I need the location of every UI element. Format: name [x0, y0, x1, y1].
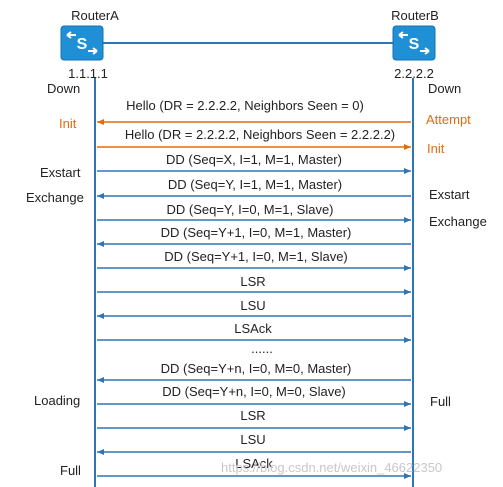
message-label: LSAck: [235, 456, 273, 471]
message-ellipsis: ......: [251, 341, 273, 356]
message-label: DD (Seq=Y+n, I=0, M=0, Master): [160, 361, 352, 376]
message-label: DD (Seq=Y+n, I=0, M=0, Slave): [162, 384, 346, 399]
router-b-state-exstart: Exstart: [429, 187, 470, 202]
message-label: LSU: [240, 298, 266, 313]
router-b-state-down: Down: [428, 81, 462, 96]
router-a-state-loading: Loading: [34, 393, 81, 408]
message-label: LSAck: [234, 321, 272, 336]
router-a-ip: 1.1.1.1: [68, 66, 108, 81]
svg-text:S: S: [409, 36, 420, 53]
message-label: DD (Seq=Y, I=0, M=1, Slave): [166, 202, 334, 217]
router-a-state-full: Full: [60, 463, 81, 478]
router-b-name: RouterB: [391, 8, 439, 23]
message-label: Hello (DR = 2.2.2.2, Neighbors Seen = 2.…: [124, 127, 396, 142]
router-b-state-init: Init: [427, 141, 445, 156]
svg-text:S: S: [77, 36, 88, 53]
router-a-icon: S: [60, 25, 104, 61]
message-label: DD (Seq=Y+1, I=0, M=1, Slave): [164, 249, 348, 264]
router-b-state-exchange: Exchange: [429, 214, 487, 229]
message-label: DD (Seq=Y, I=1, M=1, Master): [167, 177, 343, 192]
router-a-state-exstart: Exstart: [40, 165, 81, 180]
message-label: Hello (DR = 2.2.2.2, Neighbors Seen = 0): [126, 98, 364, 113]
message-arrows: [97, 119, 411, 479]
router-a-state-exchange: Exchange: [26, 190, 84, 205]
router-a-state-init: Init: [59, 116, 77, 131]
message-label: DD (Seq=Y+1, I=0, M=1, Master): [160, 225, 352, 240]
router-a-name: RouterA: [71, 8, 119, 23]
router-b-icon: S: [392, 25, 436, 61]
router-b-state-full: Full: [430, 394, 451, 409]
message-label: LSR: [240, 274, 266, 289]
message-label: LSR: [240, 408, 266, 423]
message-label: DD (Seq=X, I=1, M=1, Master): [166, 152, 342, 167]
message-label: LSU: [240, 432, 266, 447]
watermark: https://blog.csdn.net/weixin_46622350: [221, 460, 443, 475]
router-b-ip: 2.2.2.2: [394, 66, 434, 81]
router-b-state-attempt: Attempt: [426, 112, 471, 127]
router-a-state-down: Down: [47, 81, 81, 96]
